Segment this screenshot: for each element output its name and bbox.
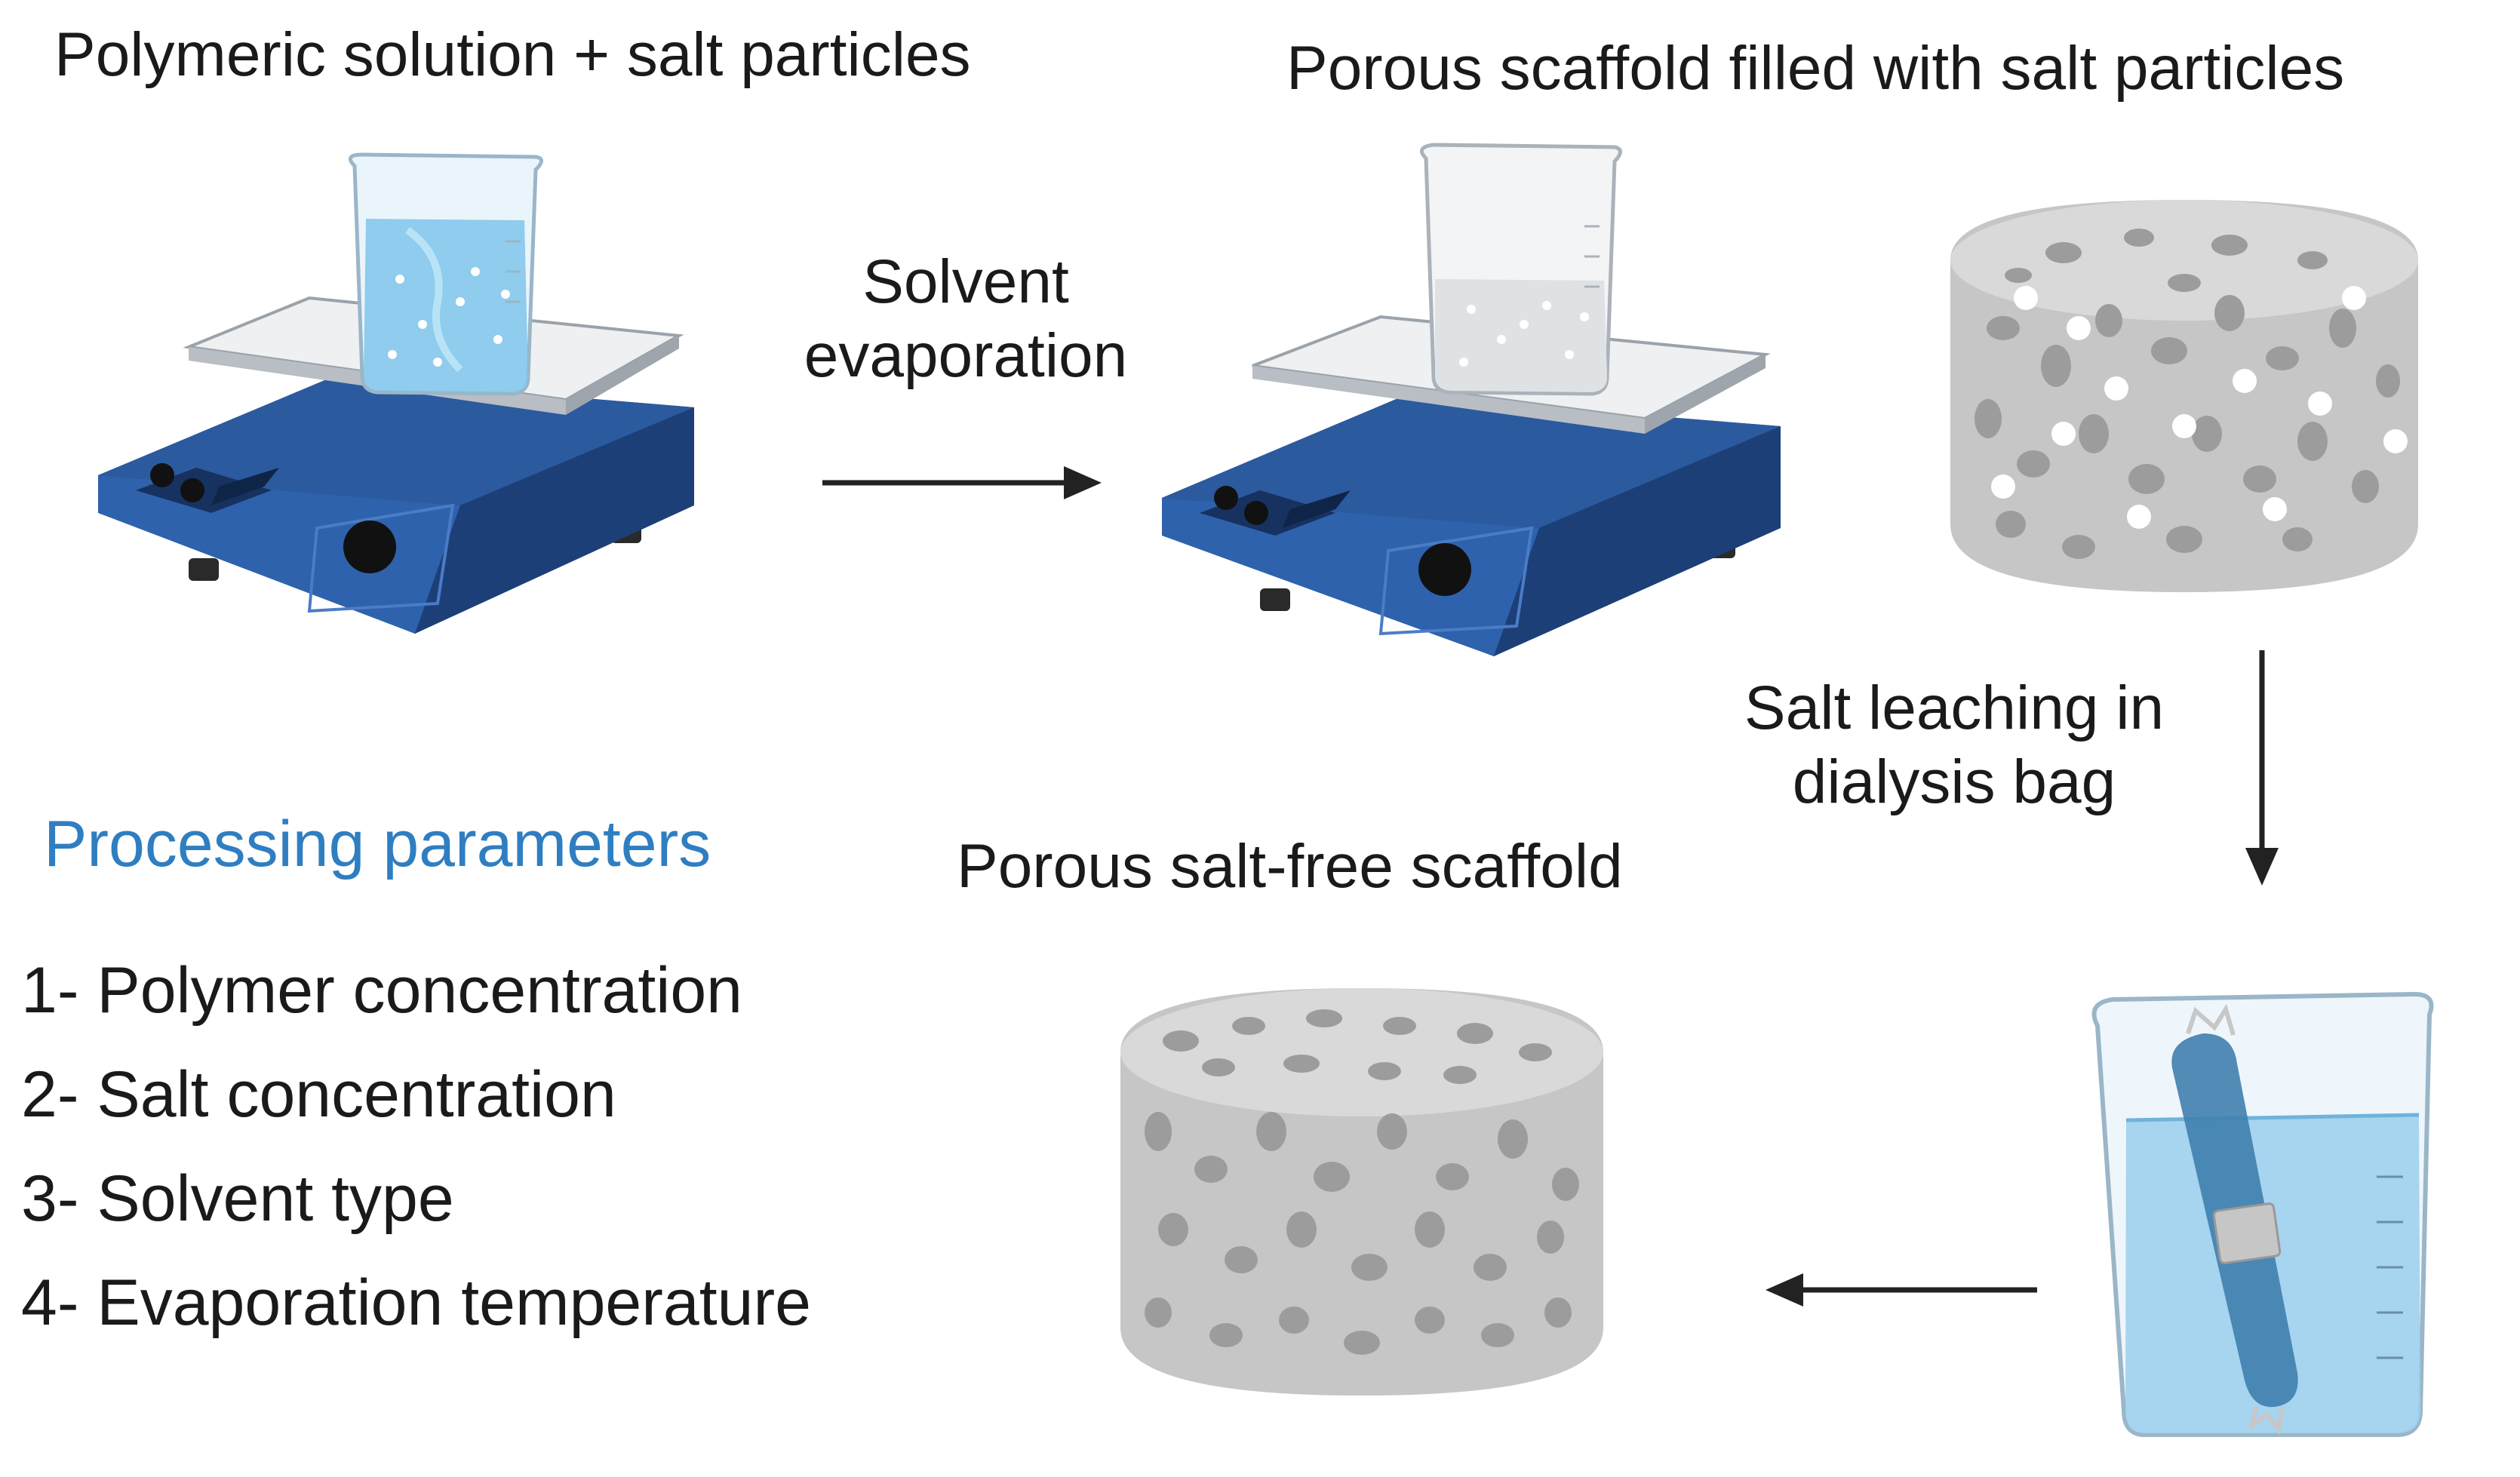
beaker-icon [348,152,543,396]
porous-scaffold-icon [1120,988,1603,1396]
dialysis-bag-icon [2091,991,2434,1437]
label-porous-scaffold-with-salt: Porous scaffold filled with salt particl… [1286,34,2345,103]
arrow-right-icon [822,466,1102,499]
parameter-item: 2- Salt concentration [21,1058,616,1131]
label-dialysis-bag: dialysis bag [1792,748,2116,817]
label-salt-leaching: Salt leaching in dialysis bag [1690,671,2218,820]
porous-scaffold-icon [1950,200,2418,592]
parameter-item: 3- Solvent type [21,1162,454,1235]
parameter-item: 1- Polymer concentration [21,954,742,1027]
label-solvent: Solvent [862,247,1069,316]
beaker-icon [1419,143,1622,396]
label-salt-leaching-in: Salt leaching in [1744,674,2165,742]
label-salt-free-scaffold: Porous salt-free scaffold [957,832,1623,901]
arrow-down-icon [2245,650,2279,886]
label-solvent-evaporation: Solvent evaporation [777,245,1154,394]
hotplate-stirrer-icon [1162,143,1781,656]
hotplate-stirrer-icon [98,152,694,634]
label-evaporation: evaporation [804,321,1128,391]
arrow-left-icon [1766,1273,2037,1307]
processing-parameters-list: 1- Polymer concentration 2- Salt concent… [21,958,811,1374]
processing-parameters-title: Processing parameters [44,808,711,880]
label-polymeric-solution: Polymeric solution + salt particles [54,20,971,89]
beaker-icon [2171,1003,2298,1436]
parameter-item: 4- Evaporation temperature [21,1267,811,1339]
